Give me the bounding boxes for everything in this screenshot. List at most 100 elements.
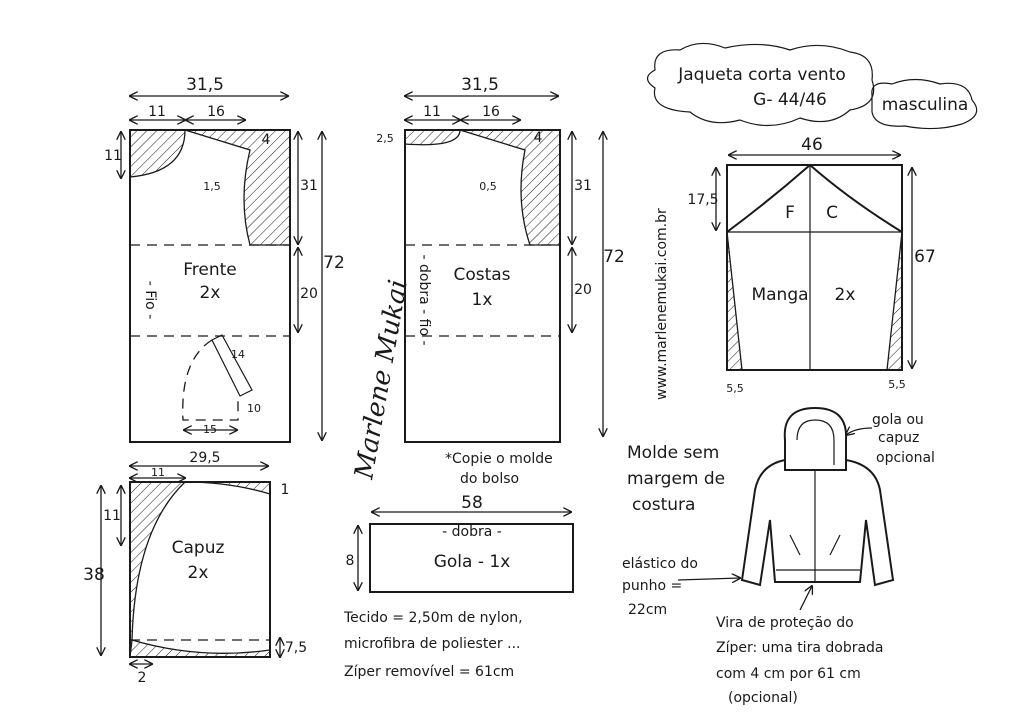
hood-height: 38 [83,565,105,585]
note-no-seam-3: costura [632,495,695,515]
notes: Molde sem margem de costura Tecido = 2,5… [343,412,935,706]
note-no-seam-1: Molde sem [627,443,719,463]
front-neck-depth: 11 [104,148,122,164]
note-facing-3: com 4 cm por 61 cm [716,666,861,682]
front-neck: 11 [148,104,166,120]
hood-name: Capuz [172,538,225,558]
back-neck: 11 [423,104,441,120]
note-hood-opt-1: gola ou [872,412,924,428]
front-piece: Frente 2x - Fio - 31,5 11 16 4 11 1,5 31… [104,75,345,443]
front-pocket-base: 15 [203,423,217,436]
note-fabric-1: Tecido = 2,50m de nylon, [343,610,523,626]
back-shoulder: 16 [482,104,500,120]
front-armhole-depth: 31 [300,178,318,194]
front-pocket-outline [182,339,239,421]
title-group: Jaqueta corta vento G- 44/46 masculina [646,42,978,130]
back-note-1: *Copie o molde [445,451,553,467]
website: www.marlenemukai.com.br [654,208,670,400]
sleeve-qty: 2x [835,285,856,305]
front-pocket-welt [211,334,253,397]
hood-note-arrow [846,428,873,435]
hood-base: 2 [138,670,147,686]
hood-bottom: 7,5 [285,640,307,656]
hood-width: 29,5 [189,450,220,466]
cuff-note-arrow [677,578,740,580]
front-name: Frente [183,260,237,280]
front-grain: - Fio - [142,281,158,320]
sleeve-right-taper [886,231,903,371]
collar-width: 58 [461,493,483,513]
back-neck-drop: 2,5 [376,132,394,145]
collar-outline [369,523,574,593]
collar-fold: - dobra - [442,524,502,540]
note-cuff-2: punho = [622,578,682,594]
sleeve-cap-height: 17,5 [687,192,718,208]
hood-top-curve [184,481,271,495]
hood-bottom-curve [129,639,271,658]
jacket-hood [783,406,848,471]
note-no-seam-2: margem de [627,469,725,489]
front-armhole: 1,5 [203,180,221,193]
note-facing-2: Zíper: uma tira dobrada [716,640,884,656]
front-neckline [129,129,186,178]
note-facing-1: Vira de proteção do [716,615,854,631]
front-lower: 20 [300,286,318,302]
sleeve-outline [726,164,903,371]
note-fabric-2: microfibra de poliester ... [344,636,520,652]
sleeve-left-taper [726,231,743,371]
front-armhole [184,129,291,246]
hood-side: 11 [103,508,121,524]
sleeve-name: Manga [751,285,808,305]
note-hood-opt-2: capuz [878,430,919,446]
front-length: 72 [323,253,345,273]
note-zipper: Zíper removível = 61cm [344,664,514,680]
sleeve-back-mark: C [826,203,838,223]
back-lower: 20 [574,282,592,298]
title-line1: Jaqueta corta vento [677,65,846,85]
facing-note-arrow [799,586,812,611]
front-pocket-slant: 14 [231,348,245,361]
sleeve-front-mark: F [785,203,795,223]
note-hood-opt-3: opcional [876,450,935,466]
hood-front-curve [129,481,187,641]
front-shoulder: 16 [207,104,225,120]
sleeve-cap [726,163,903,233]
note-cuff-1: elástico do [622,556,698,572]
tag-bubble [871,78,978,130]
back-width: 31,5 [461,75,499,95]
jacket-body [740,459,895,587]
front-width: 31,5 [186,75,224,95]
sleeve-width: 46 [801,135,823,155]
back-piece: Costas 1x - dobra - fio - 31,5 11 16 2,5… [376,75,625,487]
jacket-sketch [677,406,895,611]
collar-name: Gola - 1x [434,552,511,572]
back-name: Costas [453,265,510,285]
back-armhole: 0,5 [479,180,497,193]
hood-piece: Capuz 2x 29,5 11 1 11 38 7,5 2 [83,450,307,686]
front-pocket-side: 10 [247,402,261,415]
note-cuff-3: 22cm [628,602,667,618]
back-drop: 4 [534,130,543,146]
title-size: G- 44/46 [753,90,827,110]
note-facing-4: (opcional) [728,690,798,706]
sleeve-cuff-left: 5,5 [726,382,744,395]
back-fold: - dobra - fio - [416,254,432,345]
hood-top: 11 [151,466,165,479]
sleeve-length: 67 [914,247,936,267]
front-qty: 2x [200,283,221,303]
back-armhole-depth: 31 [574,178,592,194]
sleeve-cuff-right: 5,5 [888,378,906,391]
hood-top-drop: 1 [281,482,290,498]
collar-piece: - dobra - Gola - 1x 58 8 [346,493,574,593]
back-note-2: do bolso [460,471,519,487]
back-neckline [404,129,461,146]
sleeve-piece: F C Manga 2x 46 17,5 67 5,5 5,5 [687,135,935,395]
back-length: 72 [603,247,625,267]
back-qty: 1x [472,290,493,310]
title-tag: masculina [882,95,969,115]
back-armhole [459,129,561,246]
collar-height: 8 [346,553,355,569]
front-drop: 4 [262,132,271,148]
hood-qty: 2x [188,563,209,583]
